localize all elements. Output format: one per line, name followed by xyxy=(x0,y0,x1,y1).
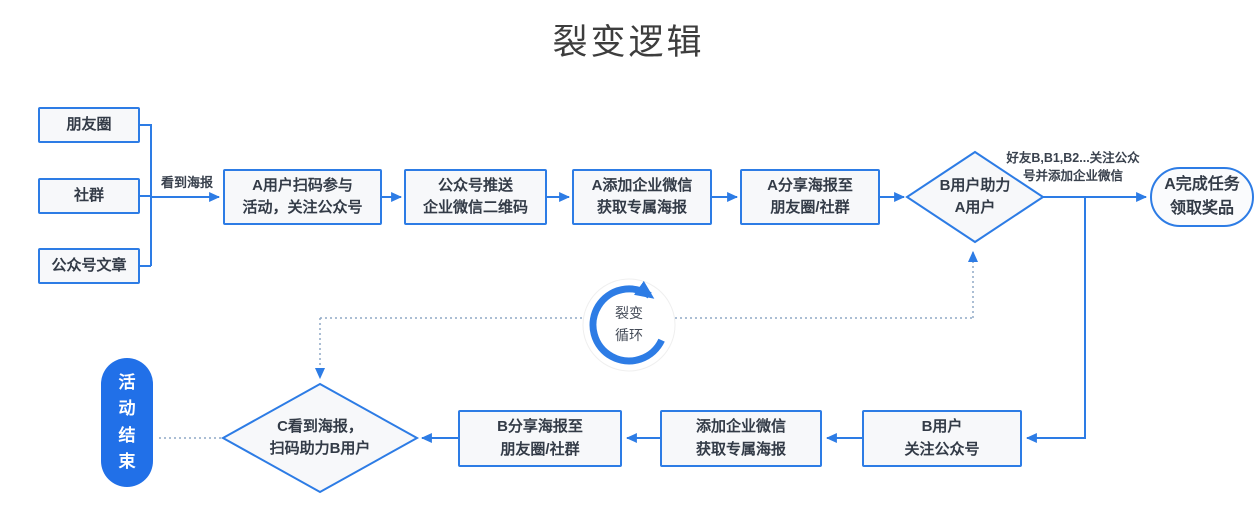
diagram-title: 裂变逻辑 xyxy=(552,23,705,62)
decision-c-scan-assist-b: C看到海报， 扫码助力B用户 xyxy=(240,412,400,464)
decision-diamonds xyxy=(220,150,1045,494)
node-label-line: A分享海报至 xyxy=(767,176,853,194)
node-label-line: B用户 xyxy=(921,418,963,435)
node-label-line: A用户扫码参与 xyxy=(252,176,353,194)
node-label-line: 关注公众号 xyxy=(904,440,980,458)
loop-label-line: 裂变 xyxy=(615,305,643,322)
decision-b-diamond-shape xyxy=(905,150,1045,244)
terminal-activity-end: 活动结束 xyxy=(101,358,153,487)
source-bracket-line xyxy=(140,124,152,267)
node-label: 朋友圈 xyxy=(66,115,112,133)
node-label-line: 朋友圈/社群 xyxy=(500,440,580,458)
node-label-line: A完成任务 xyxy=(1164,176,1240,193)
step-a-share-poster: A分享海报至 朋友圈/社群 xyxy=(740,169,880,225)
source-node-community: 社群 xyxy=(38,178,140,214)
decision-b-assist-a: B用户助力 A用户 xyxy=(905,171,1045,223)
solid-connectors xyxy=(140,124,1148,443)
node-label-line: A用户 xyxy=(954,199,996,216)
node-label-line: B用户助力 xyxy=(939,176,1011,194)
source-node-official-article: 公众号文章 xyxy=(38,248,140,284)
node-label-line: A添加企业微信 xyxy=(591,176,693,194)
loop-badge-ring xyxy=(582,278,676,372)
node-label-line: C看到海报， xyxy=(277,417,363,435)
source-node-moments: 朋友圈 xyxy=(38,107,140,143)
loop-label-line: 循环 xyxy=(615,327,643,343)
node-label-line: 公众号推送 xyxy=(437,176,513,194)
node-label-line: 活动，关注公众号 xyxy=(242,199,363,216)
edge-label-line: 好友B,B1,B2...关注公众 xyxy=(1006,151,1140,165)
step-push-wecom-qrcode: 公众号推送 企业微信二维码 xyxy=(404,169,547,225)
node-label-line: 朋友圈/社群 xyxy=(770,199,850,216)
edge-label-see-poster: 看到海报 xyxy=(160,175,213,190)
node-label-line: 扫码助力B用户 xyxy=(269,440,371,457)
node-label-line: 获取专属海报 xyxy=(695,440,786,458)
step-a-add-wecom: A添加企业微信 获取专属海报 xyxy=(572,169,712,225)
node-label-line: B分享海报至 xyxy=(497,418,583,435)
edge-label-friends-follow: 好友B,B1,B2...关注公众 号并添加企业微信 xyxy=(1000,150,1146,185)
loop-circular-arrow xyxy=(589,280,665,365)
step-a-scan-follow: A用户扫码参与 活动，关注公众号 xyxy=(223,169,382,225)
node-label-line: 企业微信二维码 xyxy=(422,199,528,216)
fission-loop-label: 裂变 循环 xyxy=(599,300,659,350)
decision-c-diamond-shape xyxy=(220,382,420,494)
terminal-label: 活动结束 xyxy=(118,372,136,471)
node-label-line: 领取奖品 xyxy=(1169,200,1234,217)
step-b-follow-account: B用户 关注公众号 xyxy=(862,410,1022,467)
step-b-add-wecom: 添加企业微信 获取专属海报 xyxy=(660,410,822,467)
branch-down-to-b-user xyxy=(1025,197,1086,443)
step-b-share-poster: B分享海报至 朋友圈/社群 xyxy=(458,410,622,467)
node-label: 公众号文章 xyxy=(51,256,127,274)
node-label-line: 获取专属海报 xyxy=(596,199,687,216)
edge-label-line: 号并添加企业微信 xyxy=(1022,168,1123,183)
end-node-a-reward: A完成任务 领取奖品 xyxy=(1150,167,1254,227)
fission-loop-icon xyxy=(582,278,676,372)
node-label-line: 添加企业微信 xyxy=(695,418,786,435)
node-label: 社群 xyxy=(73,186,104,204)
